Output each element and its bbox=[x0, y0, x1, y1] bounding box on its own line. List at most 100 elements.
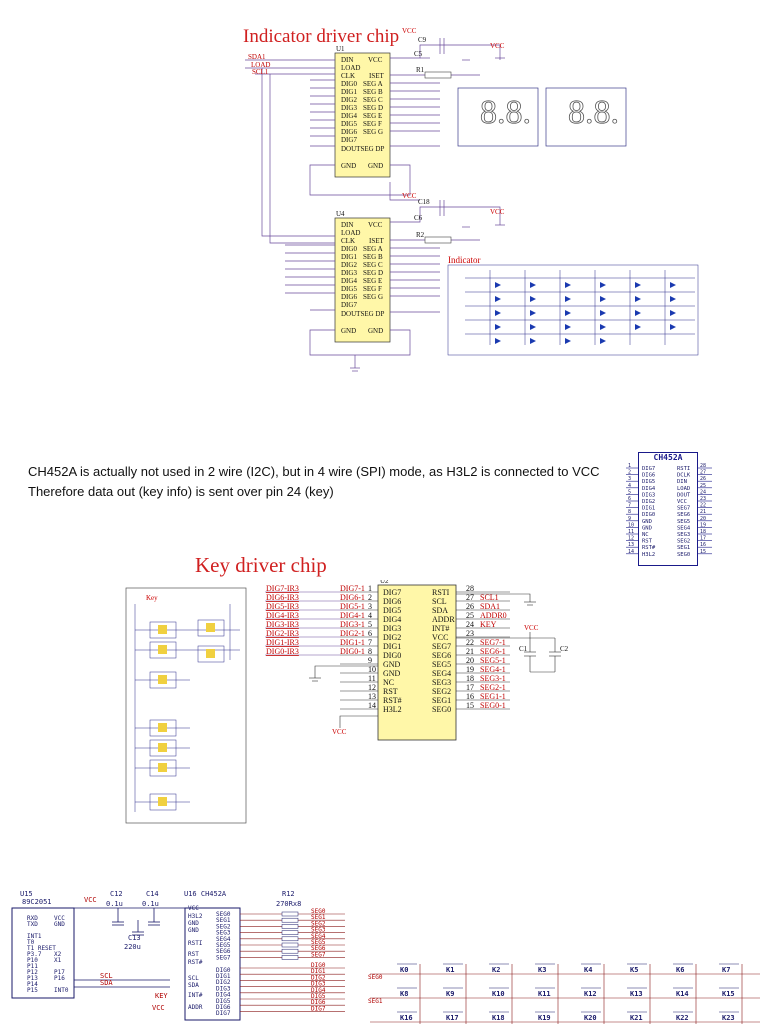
key-switch-label: K10 bbox=[492, 990, 505, 998]
svg-text:DIG7: DIG7 bbox=[341, 136, 357, 144]
u2-pin-name: SEG3 bbox=[432, 678, 451, 687]
svg-text:DOUTSEG DP: DOUTSEG DP bbox=[341, 145, 384, 153]
u2-pin-name: RSTI bbox=[432, 588, 450, 597]
svg-text:VCC: VCC bbox=[152, 1004, 165, 1012]
seg-net-label: SEG2 bbox=[311, 920, 326, 927]
u2-pin-name: SEG0 bbox=[432, 705, 451, 714]
u2-left-conn: DIG1-1 bbox=[340, 638, 365, 647]
svg-text:LOAD: LOAD bbox=[341, 64, 360, 72]
ch452a-pin-name: NC bbox=[642, 532, 649, 538]
svg-text:DIG1: DIG1 bbox=[341, 253, 357, 261]
svg-text:DIG2: DIG2 bbox=[341, 96, 357, 104]
u2-pin-num: 15 bbox=[466, 701, 474, 710]
seg-net-label: SEG4 bbox=[311, 933, 326, 940]
u15-pin-right: P16 bbox=[54, 975, 65, 982]
u2-pin-num: 2 bbox=[368, 593, 372, 602]
svg-text:C6: C6 bbox=[414, 214, 423, 222]
dig-net-label: DIG4 bbox=[311, 987, 326, 994]
u2-left-net: DIG3-IR3 bbox=[266, 620, 299, 629]
svg-text:R2: R2 bbox=[416, 231, 425, 239]
u16-pin-right: SEG2 bbox=[216, 923, 231, 930]
u2-left-net: DIG2-IR3 bbox=[266, 629, 299, 638]
svg-text:DIG5: DIG5 bbox=[341, 120, 357, 128]
ch452a-pin-name: RST bbox=[642, 539, 653, 545]
svg-text:C14: C14 bbox=[146, 890, 159, 898]
key-switch-label: K14 bbox=[676, 990, 689, 998]
svg-text:SEG D: SEG D bbox=[363, 269, 383, 277]
ch452a-pinout: CH452A bbox=[638, 452, 698, 566]
svg-text:C5: C5 bbox=[414, 50, 423, 58]
ch452a-pin-num: 19 bbox=[700, 522, 706, 528]
r12-resistor bbox=[281, 948, 299, 954]
ch452a-pin-num: 11 bbox=[628, 529, 634, 535]
u16-pin-left: GND bbox=[188, 920, 199, 927]
svg-text:U1: U1 bbox=[336, 45, 345, 53]
seg-net-label: SEG7 bbox=[311, 951, 326, 958]
u2-left-net: DIG5-IR3 bbox=[266, 602, 299, 611]
u2-left-net: DIG1-IR3 bbox=[266, 638, 299, 647]
u16-pin-right: SEG0 bbox=[216, 911, 231, 918]
key-switch-label: K4 bbox=[584, 966, 592, 974]
u15-pin-left: P14 bbox=[27, 981, 38, 988]
u15-pin-right: INT0 bbox=[54, 987, 69, 994]
indicator-title: Indicator driver chip bbox=[243, 26, 400, 47]
ch452a-pin-name: VCC bbox=[677, 499, 687, 505]
u2-pin-name: DIG6 bbox=[383, 597, 401, 606]
key-switch-label: K2 bbox=[492, 966, 500, 974]
dig-net-label: DIG0 bbox=[311, 962, 326, 969]
svg-text:DIG4: DIG4 bbox=[341, 277, 357, 285]
svg-text:SEG F: SEG F bbox=[363, 285, 382, 293]
u2-pin-num: 9 bbox=[368, 656, 372, 665]
u15-pin-left: P3.7 bbox=[27, 951, 42, 958]
u2-pin-num: 25 bbox=[466, 611, 474, 620]
u2-pin-num: 11 bbox=[368, 674, 376, 683]
svg-text:C9: C9 bbox=[418, 36, 427, 44]
u2-net-label: SEG2-1 bbox=[480, 683, 506, 692]
u2-pin-num: 7 bbox=[368, 638, 372, 647]
u2-pin-name: RST bbox=[383, 687, 398, 696]
u2-pin-num: 20 bbox=[466, 656, 474, 665]
ch452a-pin-num: 25 bbox=[700, 483, 706, 489]
ch452a-pin-num: 28 bbox=[700, 463, 706, 469]
svg-text:DIN: DIN bbox=[341, 56, 353, 64]
key-title: Key driver chip bbox=[195, 553, 327, 577]
u2-pin-name: GND bbox=[383, 669, 401, 678]
ch452a-pin-name: RSTI bbox=[677, 466, 690, 472]
u16-pin-right: DIG7 bbox=[216, 1010, 231, 1017]
ch452a-pin-name: DIG4 bbox=[642, 486, 656, 492]
svg-text:GND: GND bbox=[368, 327, 383, 335]
u2-pin-name: VCC bbox=[432, 633, 448, 642]
svg-text:SEG G: SEG G bbox=[363, 293, 383, 301]
u2-pin-num: 6 bbox=[368, 629, 372, 638]
r12-resistor bbox=[281, 936, 299, 942]
svg-text:SEG C: SEG C bbox=[363, 261, 383, 269]
key-switch-label: K22 bbox=[676, 1014, 689, 1022]
svg-text:0.1u: 0.1u bbox=[106, 900, 123, 908]
u2-pin-num: 21 bbox=[466, 647, 474, 656]
key-switch-label: K6 bbox=[676, 966, 684, 974]
key-switch-label: K21 bbox=[630, 1014, 643, 1022]
u2-pin-name: DIG3 bbox=[383, 624, 401, 633]
ch452a-pin-num: 26 bbox=[700, 476, 706, 482]
svg-text:SEG F: SEG F bbox=[363, 120, 382, 128]
svg-text:SEG B: SEG B bbox=[363, 253, 383, 261]
ch452a-pin-name: DOUT bbox=[677, 492, 691, 498]
seg-net-label: SEG3 bbox=[311, 927, 326, 934]
seg-net-label: SEG0 bbox=[311, 908, 326, 915]
u2-pin-num: 10 bbox=[368, 665, 376, 674]
svg-text:DIN: DIN bbox=[341, 221, 353, 229]
u16-pin-left: RST bbox=[188, 951, 199, 958]
svg-text:LOAD: LOAD bbox=[251, 61, 270, 69]
ch452a-pin-name: DIG5 bbox=[642, 479, 655, 485]
svg-text:DIG3: DIG3 bbox=[341, 269, 357, 277]
svg-text:R12: R12 bbox=[282, 890, 295, 898]
r12-resistor bbox=[281, 917, 299, 923]
key-switch-label: K7 bbox=[722, 966, 730, 974]
key-switch-label: K5 bbox=[630, 966, 638, 974]
u2-pin-name: SEG2 bbox=[432, 687, 451, 696]
u2-net-label: SEG4-1 bbox=[480, 665, 506, 674]
svg-text:DIG0: DIG0 bbox=[341, 245, 357, 253]
u16-pin-right: DIG3 bbox=[216, 985, 231, 992]
svg-text:DIG5: DIG5 bbox=[341, 285, 357, 293]
